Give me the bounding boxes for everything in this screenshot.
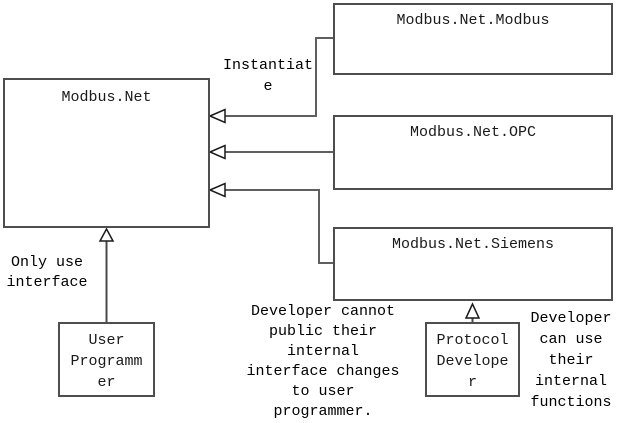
connector-opc-to-core: [208, 144, 333, 160]
box-modbus-net-opc: Modbus.Net.OPC: [333, 115, 613, 190]
open-arrowhead-up-icon: [464, 302, 481, 319]
connector-modbus-to-core: [208, 37, 333, 124]
box-modbus-net-modbus: Modbus.Net.Modbus: [333, 3, 613, 75]
box-modbus-net: Modbus.Net: [3, 78, 210, 228]
box-modbus-net-opc-label: Modbus.Net.OPC: [409, 124, 537, 141]
box-modbus-net-label: Modbus.Net: [61, 89, 152, 106]
caption-only-use-interface: Only use interface: [6, 254, 88, 291]
box-modbus-net-modbus-label: Modbus.Net.Modbus: [396, 12, 550, 29]
caption-developer-cannot: Developer cannot public their internal i…: [246, 303, 400, 420]
box-user-programmer-label: User Programm er: [70, 332, 143, 391]
connector-protocol-to-siemens: [464, 302, 481, 322]
box-modbus-net-siemens-label: Modbus.Net.Siemens: [391, 236, 555, 253]
caption-instantiate: Instantiat e: [223, 57, 314, 95]
box-modbus-net-siemens: Modbus.Net.Siemens: [333, 227, 613, 301]
caption-developer-can: Developer can use their internal functio…: [530, 310, 612, 411]
box-protocol-developer: Protocol Develope r: [425, 322, 520, 397]
open-arrowhead-up-icon: [98, 227, 115, 242]
box-protocol-developer-label: Protocol Develope r: [436, 332, 509, 391]
connector-siemens-to-core: [208, 182, 333, 264]
open-arrowhead-left-icon: [208, 108, 226, 124]
open-arrowhead-left-icon: [208, 144, 226, 160]
connector-user-to-core: [98, 227, 115, 322]
open-arrowhead-left-icon: [208, 182, 226, 198]
box-user-programmer: User Programm er: [58, 322, 155, 397]
